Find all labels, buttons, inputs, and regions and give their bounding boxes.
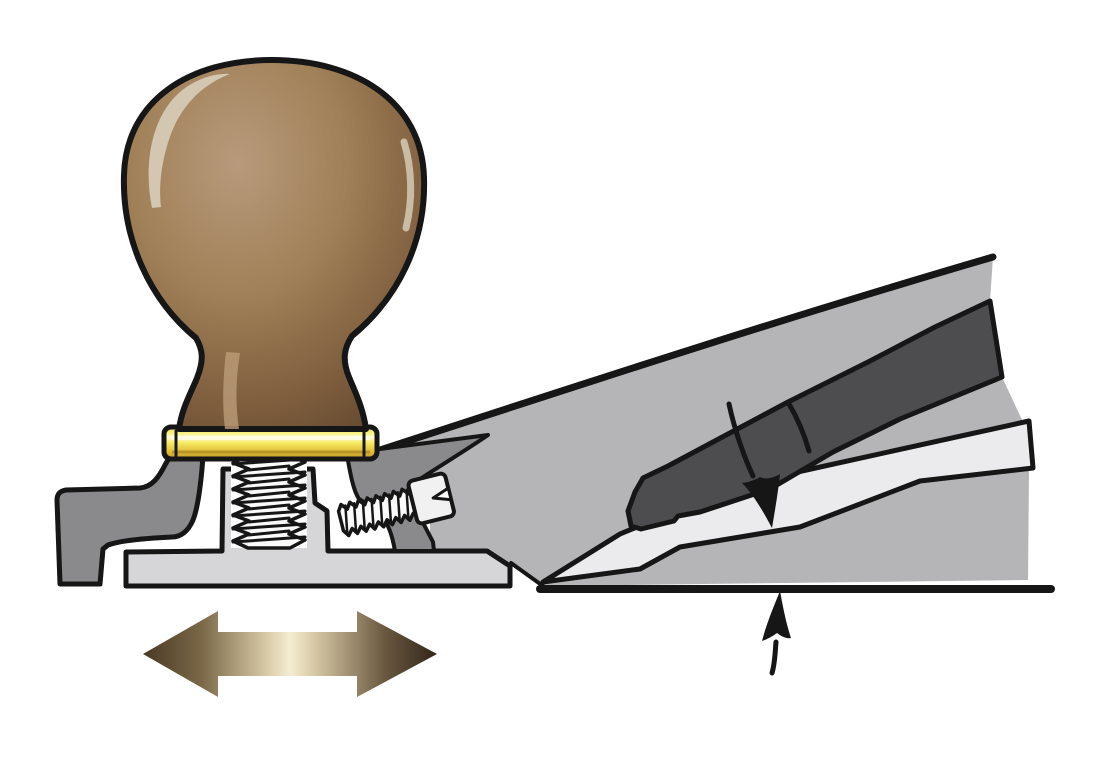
blade — [625, 298, 1005, 532]
adjuster-screw — [336, 471, 456, 538]
down-arrow-shaft — [726, 401, 756, 479]
up-arrow-head — [762, 591, 791, 641]
knob-highlight-left — [148, 73, 230, 208]
slide-direction-arrow — [143, 611, 437, 697]
down-arrow-head — [742, 474, 780, 528]
up-arrow — [762, 591, 791, 676]
toe-plate — [123, 466, 513, 589]
knob-highlight-right — [400, 138, 415, 232]
lever-cap-crease-line — [786, 401, 812, 454]
washer-end-ticks — [174, 429, 366, 458]
knob-body — [120, 57, 428, 432]
down-arrow — [726, 401, 780, 528]
threaded-post — [231, 454, 307, 550]
front-knob — [120, 57, 428, 432]
screw-head-slot — [431, 486, 453, 502]
screw-thread-lines — [344, 488, 410, 536]
knob-neck-sheen — [223, 352, 240, 429]
brass-washer — [161, 424, 380, 462]
body-top-edge-line — [370, 253, 997, 456]
up-arrow-shaft — [769, 639, 779, 676]
mouth-edge-line — [509, 561, 545, 588]
